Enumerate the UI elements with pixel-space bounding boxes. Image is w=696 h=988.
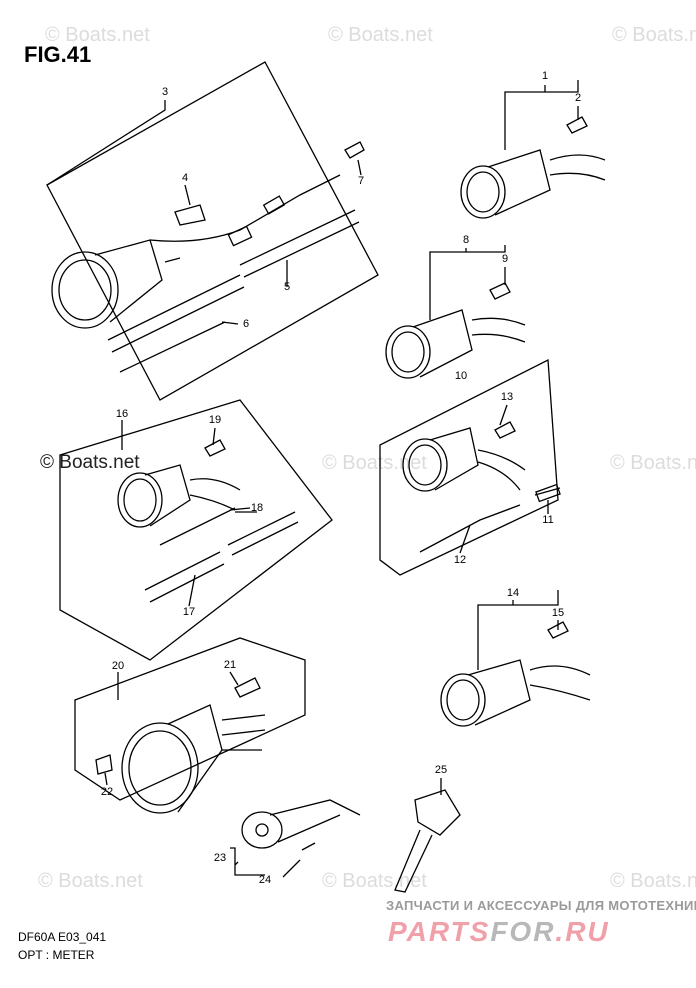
model-code: DF60A E03_041 xyxy=(18,930,107,944)
gauge-8 xyxy=(385,282,526,379)
gauge-assembly-3 xyxy=(51,141,365,373)
callout-16: 16 xyxy=(115,408,129,420)
gauge-1 xyxy=(460,116,606,219)
callout-17: 17 xyxy=(182,606,196,618)
callout-7: 7 xyxy=(357,175,365,187)
remote-control-part-23 xyxy=(241,799,361,851)
callout-19: 19 xyxy=(208,414,222,426)
callout-18: 18 xyxy=(250,502,264,514)
gauge-16 xyxy=(117,439,299,603)
watermark: © Boats.net xyxy=(45,24,150,46)
watermark: © Boats.net xyxy=(38,870,143,892)
callout-9: 9 xyxy=(501,253,509,265)
gauge-14 xyxy=(440,621,591,727)
section-name: OPT : METER xyxy=(18,948,95,962)
callout-20: 20 xyxy=(111,660,125,672)
leader-lines xyxy=(46,80,579,878)
watermark: © Boats.net xyxy=(40,452,140,473)
callout-5: 5 xyxy=(283,281,291,293)
callout-1: 1 xyxy=(541,70,549,82)
callout-6: 6 xyxy=(242,318,250,330)
callout-3: 3 xyxy=(161,86,169,98)
callout-13: 13 xyxy=(500,391,514,403)
switch-part-25 xyxy=(394,789,461,893)
panel-group-3 xyxy=(46,61,379,401)
callout-14: 14 xyxy=(506,587,520,599)
callout-8: 8 xyxy=(462,234,470,246)
logo-part: FOR xyxy=(490,916,556,947)
callout-22: 22 xyxy=(100,786,114,798)
panel-group-20 xyxy=(74,637,306,801)
watermark: © Boats.net xyxy=(328,24,433,46)
gauge-10 xyxy=(402,421,561,553)
watermark: © Boats.net xyxy=(610,452,696,474)
watermark: © Boats.net xyxy=(612,24,696,46)
panel-group-16 xyxy=(59,399,333,661)
partsfor-logo: PARTSFOR.RU xyxy=(388,916,610,948)
callout-21: 21 xyxy=(223,659,237,671)
logo-part: PARTS xyxy=(388,916,491,947)
callout-10: 10 xyxy=(454,370,468,382)
figure-title: FIG.41 xyxy=(24,42,92,67)
callout-2: 2 xyxy=(574,92,582,104)
panel-group-10 xyxy=(379,358,559,576)
callout-24: 24 xyxy=(258,874,272,886)
watermark: © Boats.net xyxy=(322,452,427,474)
callout-15: 15 xyxy=(551,607,565,619)
logo-part: .RU xyxy=(555,916,610,947)
banner-tagline: ЗАПЧАСТИ И АКСЕССУАРЫ ДЛЯ МОТОТЕХНИКИ xyxy=(386,898,696,913)
gauge-20 xyxy=(95,677,266,814)
watermark: © Boats.net xyxy=(610,870,696,892)
callout-11: 11 xyxy=(542,514,554,526)
callout-12: 12 xyxy=(453,554,467,566)
callout-25: 25 xyxy=(434,764,448,776)
callout-23: 23 xyxy=(213,852,227,864)
callout-4: 4 xyxy=(181,172,189,184)
